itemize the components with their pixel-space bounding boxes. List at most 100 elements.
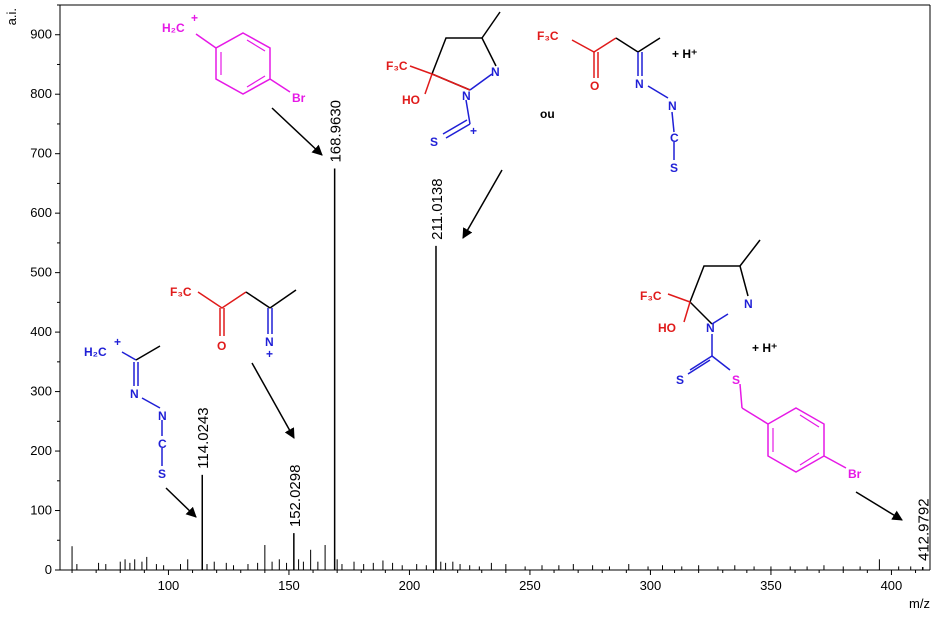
br-label: Br [848,467,862,481]
arrow-114 [165,487,197,518]
c-label: C [158,437,167,451]
annotation-arrows [165,107,903,521]
benzene-ring [215,32,271,95]
y-tick-label: 700 [30,146,52,161]
bond-nn [647,85,669,99]
bond-cs [445,123,471,139]
n2-label: N [158,409,167,423]
ho-label: HO [402,93,420,107]
cf3-label: F₃C [640,289,662,303]
x-tick-label: 150 [278,578,300,593]
n1-label: N [130,387,139,401]
bond-ch2 [615,37,639,53]
peak-label: 168.9630 [328,100,345,163]
o-label: O [217,339,226,353]
bond-methyl [269,289,297,309]
n-label: N [265,335,274,349]
bond-cn [431,73,471,91]
bond-ch2 [195,33,217,49]
bond-methyl [135,345,161,361]
bond-ch2 [245,291,271,309]
bond-nc [671,111,675,133]
n1-label: N [706,321,715,335]
peak-label: 412.9792 [916,498,933,561]
ring-n-bond [469,73,493,91]
bond-nn [141,397,161,409]
ring-n-bond [711,313,729,325]
n1-label: N [635,77,644,91]
cf3-label: F₃C [170,285,192,299]
n2-label: N [744,297,753,311]
y-tick-label: 800 [30,86,52,101]
bond-methyl [637,37,661,53]
y-tick-label: 0 [45,562,52,577]
x-tick-label: 100 [158,578,180,593]
hplus-label: + H⁺ [672,47,697,61]
bond-cs-single [711,355,731,371]
ring-bonds [689,265,749,325]
s-label: S [158,467,166,481]
bond-cs-double [689,355,713,371]
arrow-152 [251,362,295,439]
ring-double-bond [799,452,820,466]
arrow-211 [462,169,503,239]
minor-peaks [71,545,912,570]
structure-parent-dithiocarbazate: F₃C HO N N S S Br + H⁺ [640,239,862,481]
o-label: O [590,79,599,93]
bond-ch2 [121,351,137,361]
peak-label: 152.0298 [287,465,304,528]
bond-nc [465,99,471,125]
bond-cf3 [667,293,691,303]
bond-cs-double-2 [687,359,711,375]
s-label: S [670,161,678,175]
cation-plus: + [470,124,477,138]
bond-br [823,455,847,469]
ring-double-bond [799,414,820,428]
y-tick-label: 600 [30,205,52,220]
hplus-label: + H⁺ [752,341,777,355]
structure-bromobenzyl-cation: H₂C + Br [162,11,306,105]
structure-azine-isothiocyanate: H₂C + N N C S [84,335,167,481]
cf3-label: F₃C [537,29,559,43]
n2-label: N [668,99,677,113]
axes [59,4,931,571]
ring-double-bond [246,39,266,52]
cation-plus: + [191,11,198,25]
br-label: Br [292,91,306,105]
peak-label: 211.0138 [429,178,446,239]
ho-label: HO [658,321,676,335]
bond-cs-2 [442,119,468,135]
labeled-peaks: 114.0243 152.0298 168.9630 211.0138 412.9792 [195,100,933,570]
cation-plus: + [266,347,273,361]
n2-label: N [491,65,500,79]
y-tick-label: 900 [30,27,52,42]
s-label: S [430,135,438,149]
chain-bonds-red [197,291,247,309]
structure-pyrazoline-thioacyl: F₃C HO N N S + ou [386,11,555,149]
x-tick-label: 350 [760,578,782,593]
bond-s-ch2 [739,383,743,409]
y-tick-label: 200 [30,443,52,458]
bond-methyl [739,239,761,267]
x-tick-label: 400 [881,578,903,593]
x-axis-label: m/z [909,596,930,611]
or-label: ou [540,107,555,121]
peak-label: 114.0243 [195,407,212,468]
benzene-ring [767,407,825,473]
y-tick-label: 100 [30,503,52,518]
s2-label: S [732,373,740,387]
structure-open-chain-isothiocyanate: F₃C O N N C S + H⁺ [537,29,697,175]
bond-methyl [481,11,501,39]
chain-bonds-red [571,37,617,53]
cf3-label: F₃C [386,59,408,73]
y-tick-label: 300 [30,384,52,399]
x-tick-label: 200 [399,578,421,593]
arrow-413 [855,491,903,521]
y-tick-label: 400 [30,324,52,339]
ring-double-bond [246,75,266,88]
bond-oh [683,301,691,323]
bond-br [269,78,291,93]
n1-label: N [462,89,471,103]
